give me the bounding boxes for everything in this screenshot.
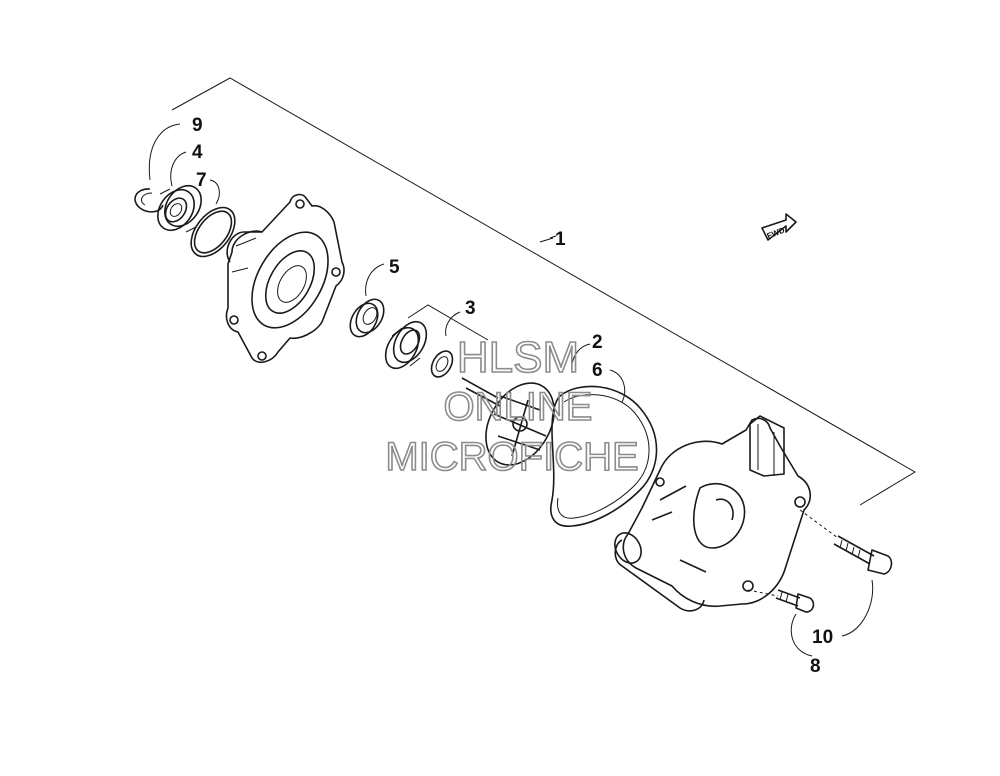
callout-10: 10 [812,627,833,648]
callout-3: 3 [465,298,476,319]
watermark-line-2: ONLINE [444,385,593,429]
short-bolt [747,589,815,613]
assembly-bracket-3 [407,304,489,341]
assembly-bracket-1 [171,77,916,506]
forward-arrow-icon: FWD [761,213,797,241]
impeller-shaft [461,377,555,466]
callout-leaders [148,123,874,657]
watermark-line-3: MICROFICHE [385,435,638,479]
callout-9: 9 [192,115,203,136]
mechanical-seal [384,320,428,370]
long-bolt [799,509,893,575]
bearing-5 [349,298,385,338]
bearing-4 [157,184,202,233]
callout-4: 4 [192,142,203,163]
watermark: HLSM ONLINE MICROFICHE [385,332,640,480]
pump-body [614,415,811,612]
callout-numbers: 1 2 3 4 5 6 7 8 9 10 [192,115,833,677]
o-ring-7 [190,206,236,258]
forward-arrow-label: FWD [766,225,786,240]
watermark-line-1: HLSM [457,333,579,382]
pump-cover [225,193,345,364]
callout-6: 6 [592,360,603,381]
callout-7: 7 [196,170,207,191]
callout-1: 1 [555,229,566,250]
callout-5: 5 [389,257,400,278]
callout-2: 2 [592,332,603,353]
seal-washer [430,350,454,378]
gasket [550,385,658,527]
callout-8: 8 [810,656,821,677]
